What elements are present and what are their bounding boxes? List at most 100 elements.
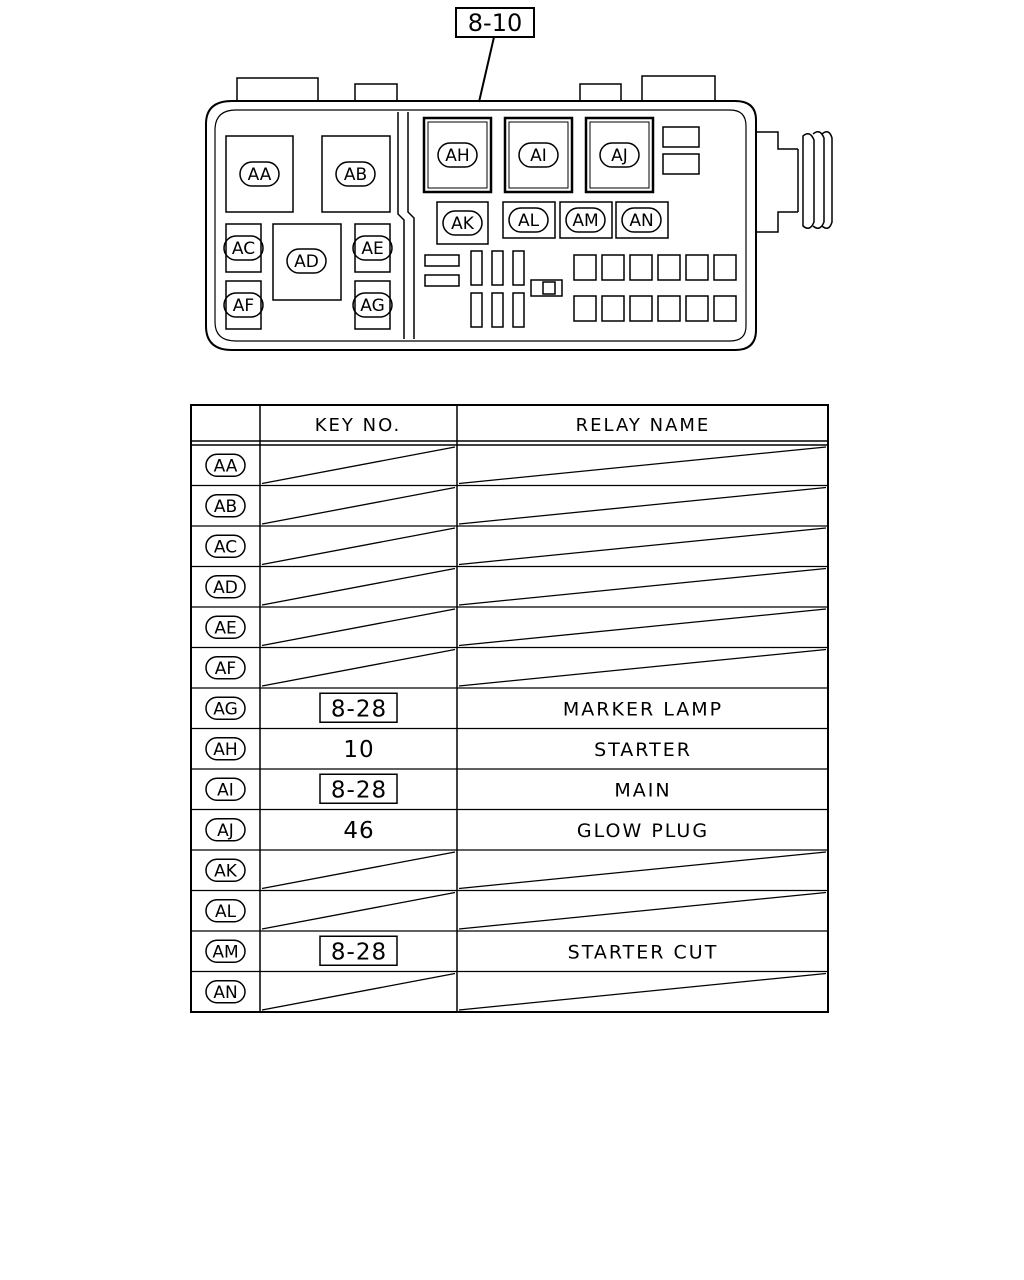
row-code-badge [205,737,246,761]
table-row: AE [191,608,828,649]
row-key-no: 8-28 [331,777,387,803]
relay-AD: AD [272,223,342,301]
relay-label-AK: AK [451,214,475,234]
table-row: AI 8-28 MAIN [191,773,828,811]
row-key-no: 10 [343,737,374,763]
row-code: AI [217,780,234,800]
header-relay-name: RELAY NAME [576,415,711,436]
relay-label-AA: AA [248,165,272,185]
key-ref-box [319,935,398,966]
row-code-badge [205,899,246,923]
key-ref-box [319,773,398,804]
relay-label-AD: AD [294,252,319,272]
row-code: AJ [217,821,234,841]
empty-name-slash [458,972,827,1011]
relay-label-AH: AH [445,146,469,166]
relay-AC: AC [223,223,264,273]
header-key-no: KEY NO. [315,415,402,436]
table-row: AJ 46 GLOW PLUG [191,818,828,851]
relay-box-housing [205,75,833,351]
empty-name-slash [458,446,827,485]
empty-name-slash [458,486,827,525]
relay-AN: AN [615,201,669,239]
relay-label-AF: AF [233,296,254,316]
table-row: AL [191,891,828,932]
table-row: AK [191,851,828,892]
empty-name-slash [458,608,827,647]
row-code: AE [214,618,236,638]
mini-fuse-grid [573,254,737,322]
relay-label-AL: AL [518,211,540,231]
relay-AA: AA [225,135,294,213]
relay-label-AM: AM [572,211,598,231]
empty-key-slash [261,527,456,566]
relay-label-AI: AI [530,146,547,166]
table-row: AN [205,972,827,1011]
row-code: AB [214,497,237,517]
row-key-no: 8-28 [331,696,387,722]
relay-AJ: AJ [584,116,655,194]
row-code-badge [205,534,246,558]
row-key-no: 8-28 [331,939,387,965]
empty-key-slash [261,851,456,890]
small-terminals [662,126,700,175]
row-code: AK [214,861,238,881]
row-code-badge [205,494,246,518]
table-row: AD [191,567,828,608]
relay-AI: AI [503,116,574,194]
row-code: AL [215,902,237,922]
row-code-badge [205,656,246,680]
table-row: AH 10 STARTER [191,737,828,770]
row-code: AH [213,740,237,760]
relay-label-AG: AG [360,296,385,316]
relay-label-AE: AE [361,239,383,259]
row-code-badge [205,980,246,1004]
row-key-no: 46 [343,818,374,844]
row-relay-name: GLOW PLUG [577,820,709,842]
empty-name-slash [458,891,827,930]
empty-name-slash [458,567,827,606]
row-code: AD [213,578,238,598]
empty-key-slash [261,891,456,930]
empty-key-slash [261,648,456,687]
empty-name-slash [458,851,827,890]
key-ref-box [319,692,398,723]
table-row: AF [191,648,828,689]
row-code-badge [205,696,246,720]
relay-AH: AH [422,116,493,194]
table-row: AG 8-28 MARKER LAMP [191,692,828,730]
relay-AL: AL [502,201,556,239]
empty-key-slash [261,608,456,647]
relay-AE: AE [352,223,393,273]
relay-AB: AB [321,135,391,213]
row-code: AG [213,699,238,719]
table-row: AC [191,527,828,568]
relay-label-AJ: AJ [611,146,628,166]
table-row: AB [191,486,828,527]
row-code: AC [214,537,237,557]
row-relay-name: MARKER LAMP [563,698,723,720]
table-row: AA [191,446,828,487]
row-relay-name: MAIN [614,779,671,801]
harness-grommet [797,131,833,229]
relay-AG: AG [352,280,393,330]
empty-key-slash [261,567,456,606]
row-code-badge [205,818,246,842]
empty-key-slash [261,446,456,485]
reference-label: 8-10 [468,9,522,37]
empty-name-slash [458,527,827,566]
row-code-badge [205,615,246,639]
empty-key-slash [261,486,456,525]
row-code-badge [205,858,246,882]
row-relay-name: STARTER CUT [568,941,719,963]
row-code-badge [205,939,246,963]
relay-AK: AK [436,201,489,245]
relay-label-AN: AN [629,211,653,231]
empty-name-slash [458,648,827,687]
row-code: AF [215,659,236,679]
row-code-badge [205,575,246,599]
row-relay-name: STARTER [594,739,692,761]
row-code: AA [214,456,238,476]
